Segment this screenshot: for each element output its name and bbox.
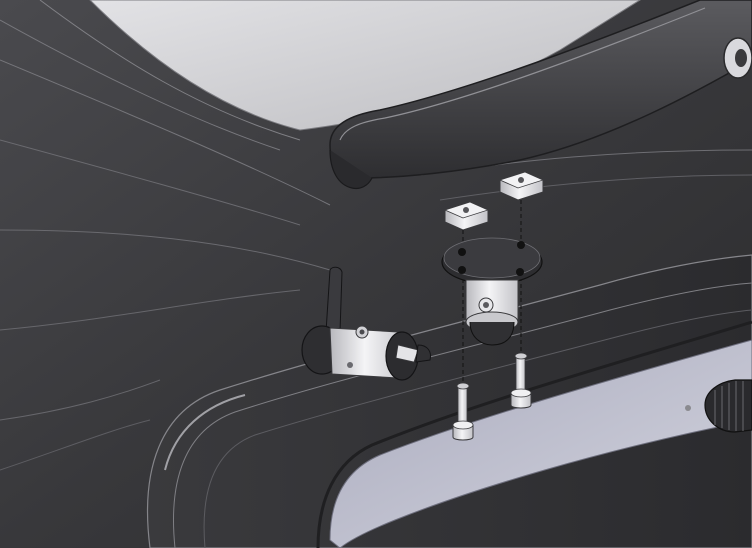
side-bolster-icon xyxy=(147,254,752,548)
swivel-joint-icon xyxy=(301,266,431,381)
cap-screw-icon xyxy=(510,352,532,409)
armrest-icon xyxy=(329,0,752,190)
t-slot-nut-icon xyxy=(498,171,545,201)
cap-screw-icon xyxy=(452,382,474,441)
t-slot-nut-icon xyxy=(443,201,490,231)
adjustment-knob-icon xyxy=(685,379,752,433)
clamp-mount-icon xyxy=(441,237,543,346)
